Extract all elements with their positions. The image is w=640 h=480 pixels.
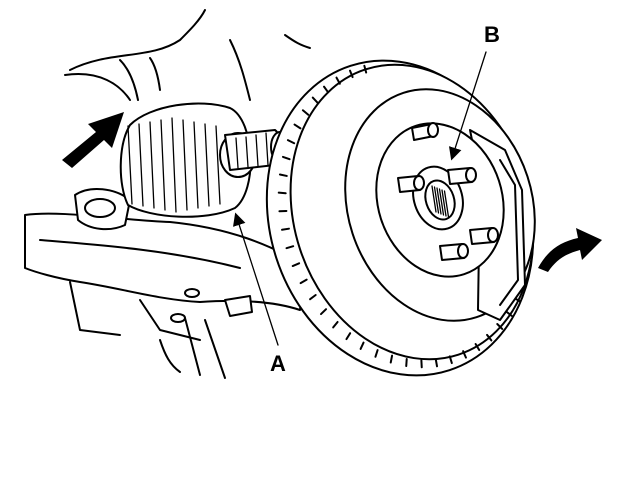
detail-line	[301, 109, 310, 116]
detail-line	[438, 188, 445, 216]
detail-line	[291, 262, 301, 268]
detail-line	[448, 355, 453, 365]
detail-line	[281, 155, 291, 161]
detail-line	[436, 187, 442, 215]
detail-line	[389, 354, 394, 364]
detail-line	[149, 121, 155, 209]
arrow-push-icon	[62, 112, 124, 168]
detail-line	[505, 310, 513, 317]
detail-line	[215, 125, 221, 205]
detail-line	[359, 341, 365, 350]
detail-line	[332, 320, 339, 329]
detail-line	[193, 121, 199, 209]
callout-label-a: A	[270, 351, 286, 376]
detail-line	[320, 308, 328, 316]
detail-line	[433, 186, 440, 214]
detail-line	[348, 69, 354, 79]
body-outline	[64, 9, 311, 101]
detail-line	[462, 350, 467, 359]
detail-line	[160, 119, 166, 211]
detail-line	[277, 191, 287, 195]
detail-line	[171, 117, 177, 213]
wheel-studs	[397, 122, 499, 261]
detail-line	[496, 323, 504, 330]
detail-line	[285, 245, 295, 250]
detail-line	[443, 190, 450, 218]
detail-line	[182, 119, 188, 211]
detail-line	[286, 139, 296, 145]
detail-line	[335, 76, 341, 85]
detail-line	[434, 358, 439, 368]
detail-line	[374, 349, 379, 358]
ball-joint	[74, 188, 131, 231]
wheel-hub	[375, 122, 505, 278]
detail-line	[281, 227, 290, 231]
detail-line	[486, 333, 493, 342]
detail-line	[474, 343, 481, 352]
detail-line	[138, 123, 144, 207]
detail-line	[278, 173, 288, 177]
detail-line	[309, 294, 317, 301]
cv-joint	[119, 102, 290, 218]
detail-line	[127, 125, 133, 205]
detail-line	[363, 64, 368, 74]
leader-arrow-icon	[233, 212, 279, 346]
detail-line	[431, 185, 437, 213]
detail-line	[323, 85, 330, 94]
detail-line	[441, 189, 447, 217]
detail-line	[311, 96, 319, 104]
lower-arm	[24, 212, 306, 379]
detail-line	[345, 332, 352, 341]
arrow-rotate-icon	[538, 228, 602, 272]
detail-line	[204, 123, 210, 207]
leader-arrow-icon	[448, 51, 487, 161]
detail-line	[293, 123, 302, 130]
detail-line	[299, 278, 308, 285]
callout-label-b: B	[484, 22, 500, 47]
